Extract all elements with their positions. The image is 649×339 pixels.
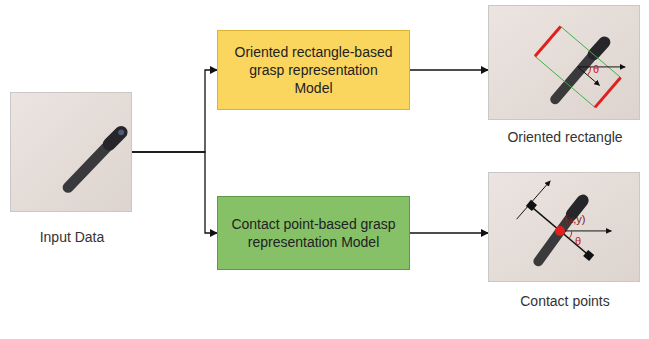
flow-arrow	[410, 69, 488, 70]
contact-grasp-photo	[489, 173, 639, 281]
annotation-label: θ	[575, 235, 581, 247]
flow-arrow	[410, 232, 488, 233]
process-box: Oriented rectangle-based grasp represent…	[217, 30, 410, 110]
box-label: Oriented rectangle-based grasp represent…	[230, 43, 397, 97]
annotation-label: θ	[593, 63, 599, 75]
annotation-label: (x,y)	[564, 213, 585, 225]
image-caption: Contact points	[520, 293, 610, 309]
image-caption: Oriented rectangle	[507, 129, 622, 145]
rectangle-grasp-photo	[489, 6, 639, 119]
box-label: Contact point-based grasp representation…	[230, 215, 397, 251]
input-image-node: Input Data	[10, 92, 132, 212]
output-image-node: Contact points(x,y)θ	[488, 172, 640, 282]
output-image-node: Oriented rectangleθ	[488, 5, 640, 120]
flow-arrow	[132, 152, 217, 233]
input-photo	[11, 93, 131, 211]
flow-arrow	[132, 70, 217, 152]
process-box: Contact point-based grasp representation…	[217, 196, 410, 270]
image-caption: Input Data	[40, 229, 105, 245]
